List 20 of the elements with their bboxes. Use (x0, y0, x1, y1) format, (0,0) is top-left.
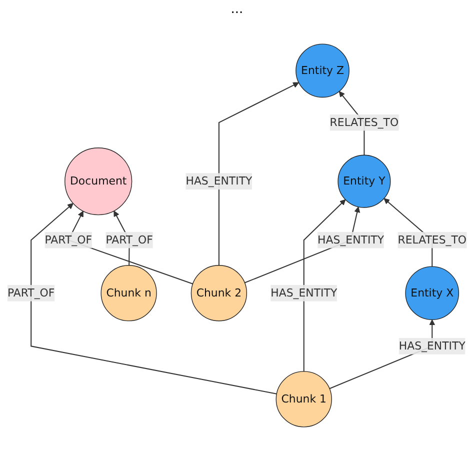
edge-label: HAS_ENTITY (318, 233, 384, 246)
node-circle: Entity Y (338, 154, 391, 208)
edge-label: HAS_ENTITY (270, 286, 338, 300)
ellipsis-label: ... (230, 2, 244, 17)
node-circle: Document (64, 148, 132, 216)
node-circle: Entity Z (296, 44, 350, 98)
edge-label: HAS_ENTITY (186, 174, 252, 188)
arrow (218, 82, 300, 266)
node-circle: Chunk 1 (276, 371, 332, 428)
arrow (30, 203, 277, 394)
edge-label: RELATES_TO (398, 233, 467, 246)
edge-label: PART_OF (7, 286, 55, 300)
node-circle: Entity X (405, 266, 460, 320)
edge-label: HAS_ENTITY (398, 339, 466, 352)
edge-label: PART_OF (44, 233, 92, 246)
arrow (303, 199, 346, 372)
node-circle: Chunk n (100, 265, 157, 322)
edge-label: RELATES_TO (330, 116, 399, 129)
node-circle: Chunk 2 (190, 265, 248, 322)
edge-label: PART_OF (106, 233, 153, 246)
